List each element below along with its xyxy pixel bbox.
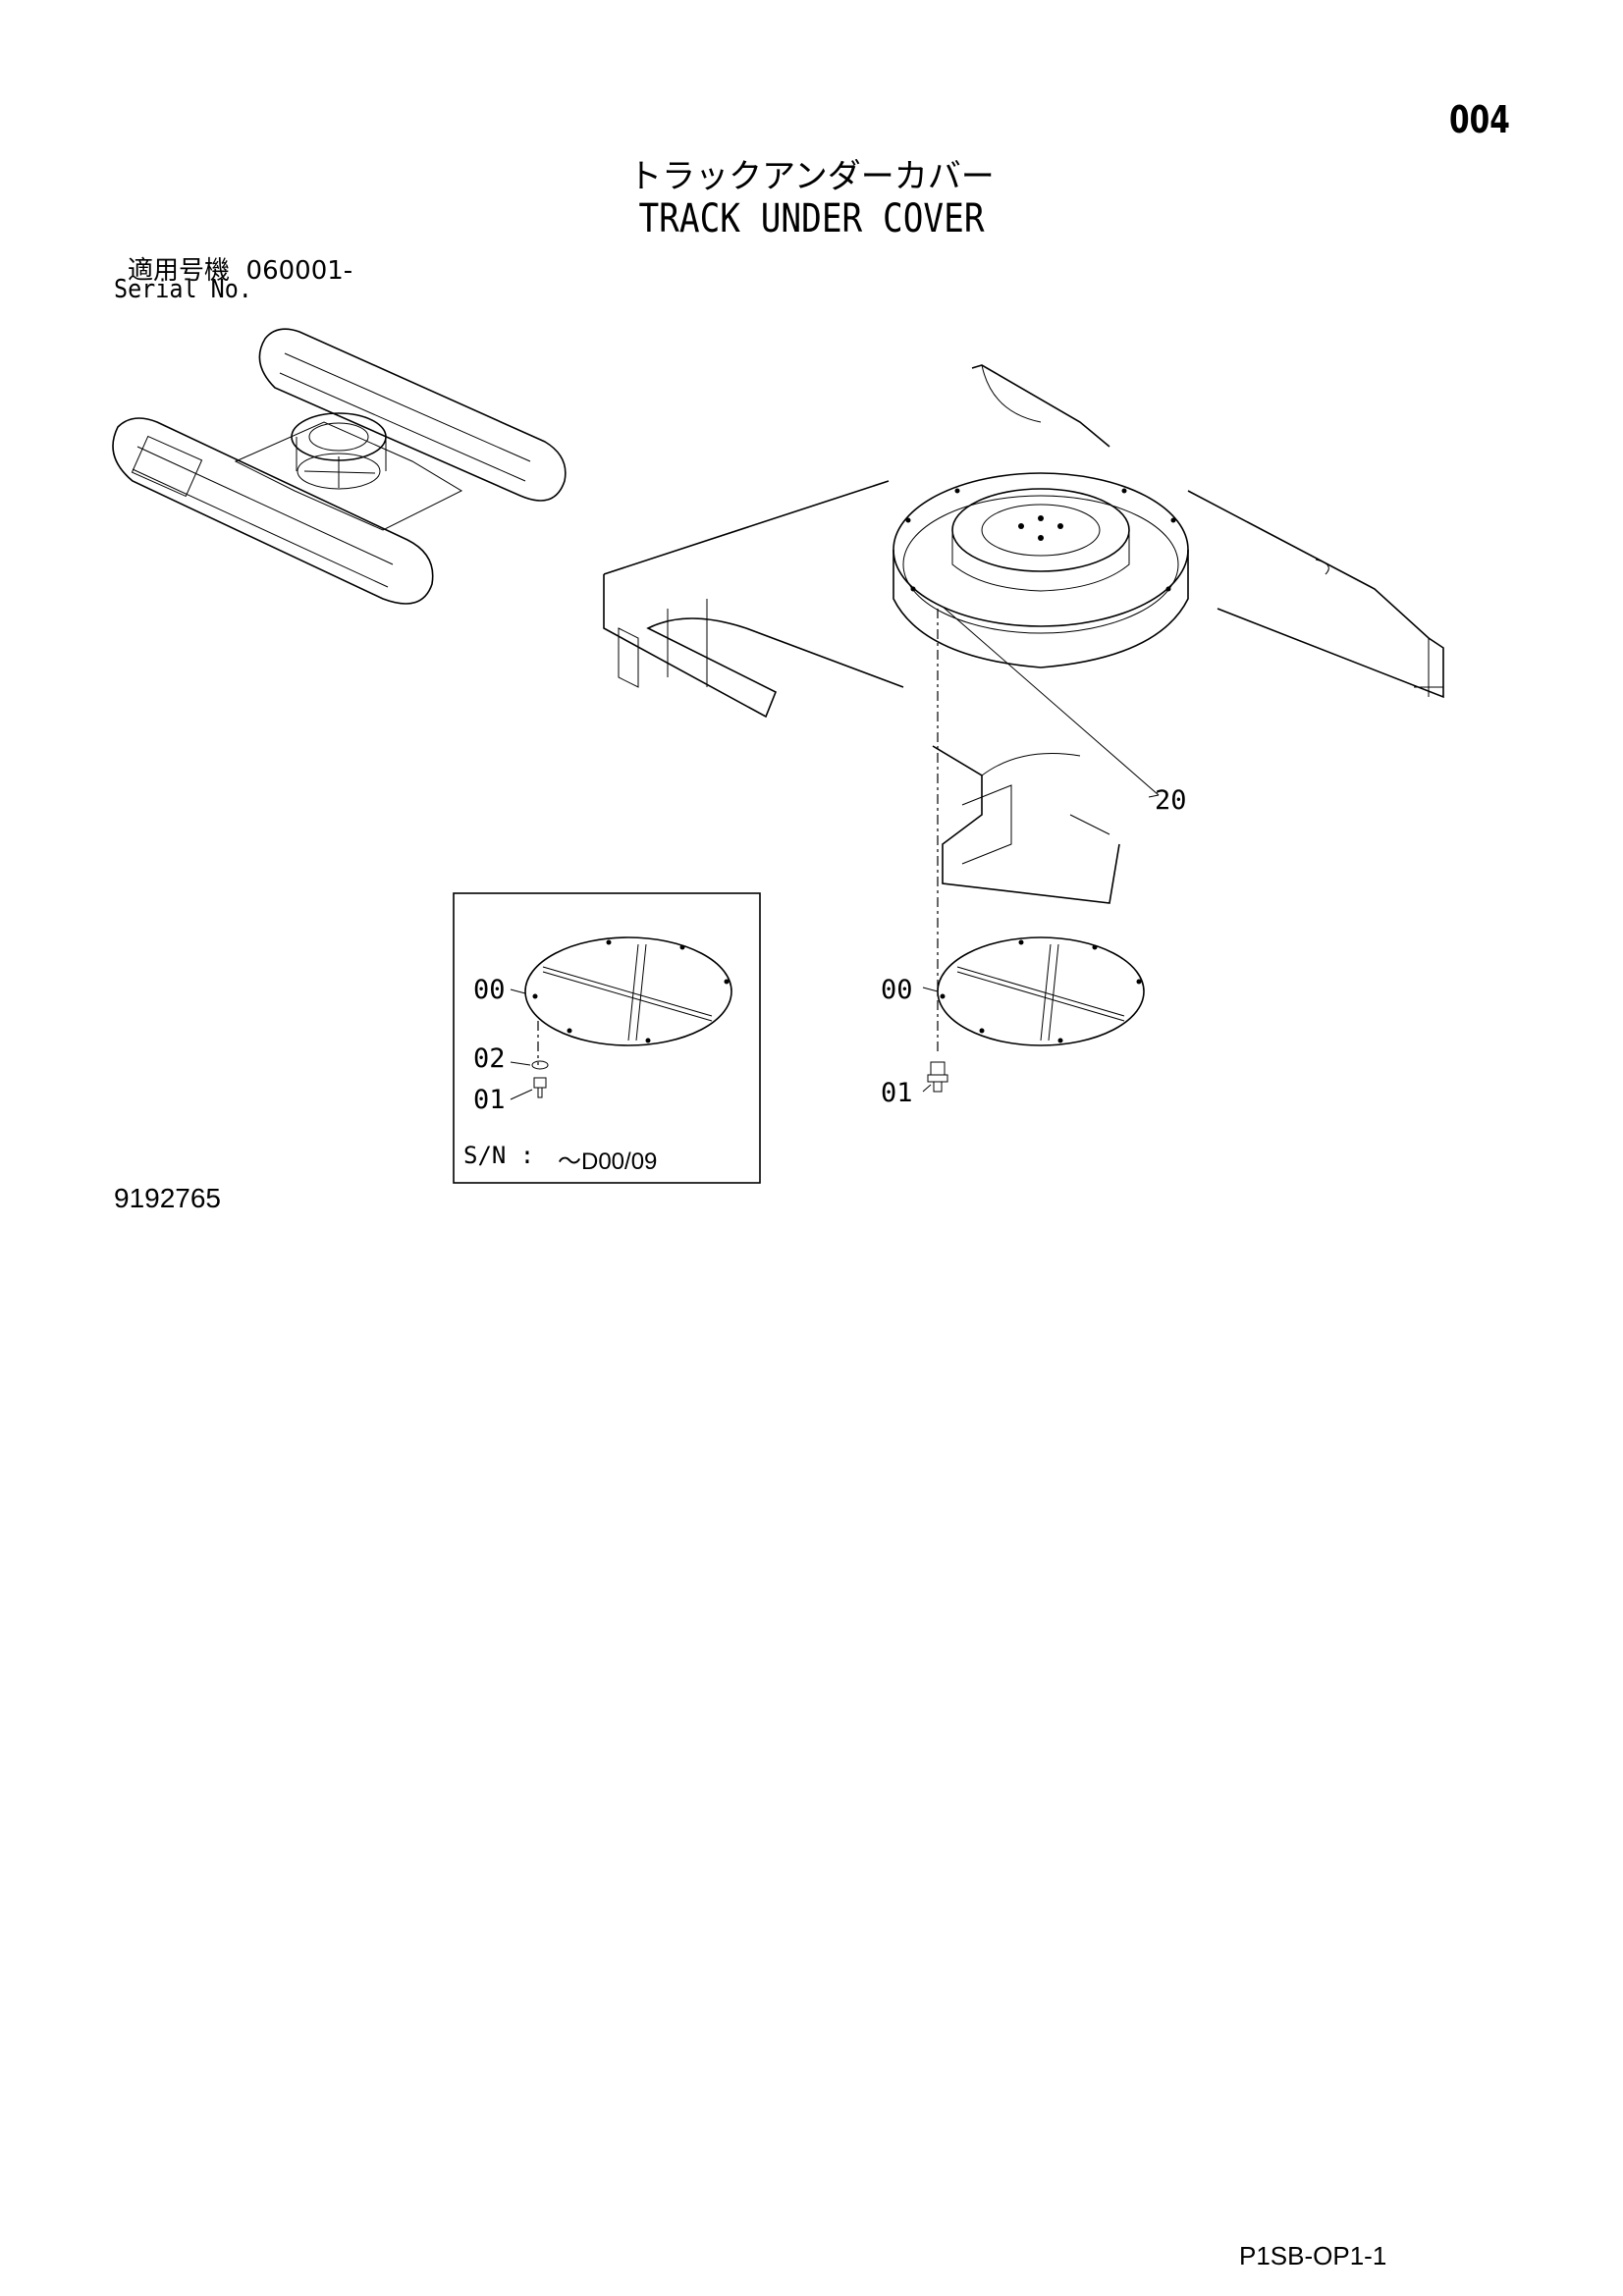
undercarriage-overview xyxy=(112,328,567,605)
under-cover-main xyxy=(922,794,1160,1093)
callout-inset-00: 00 xyxy=(473,975,506,1005)
document-number: 9192765 xyxy=(114,1183,222,1213)
inset-box-early-serial xyxy=(453,892,761,1184)
title-japanese: トラックアンダーカバー xyxy=(628,157,995,196)
serial-label-jp: 適用号機 xyxy=(128,256,231,286)
page-number: 004 xyxy=(1449,98,1510,141)
title-english: TRACK UNDER COVER xyxy=(638,196,985,241)
track-frame-main xyxy=(603,364,1444,1055)
footer-code: P1SB-OP1-1 xyxy=(1239,2241,1387,2270)
serial-value: 060001- xyxy=(245,256,353,286)
callout-main-00: 00 xyxy=(881,975,913,1005)
callout-main-01: 01 xyxy=(881,1078,913,1108)
serial-line: 適用号機 060001- xyxy=(128,250,352,287)
callout-inset-02: 02 xyxy=(473,1043,506,1074)
callout-main-20: 20 xyxy=(1155,785,1187,816)
serial-label-en: Serial No. xyxy=(114,275,252,304)
callout-inset-01: 01 xyxy=(473,1085,506,1115)
inset-sn-label: S/N : xyxy=(463,1142,535,1169)
inset-sn-range: ～D00/09 xyxy=(558,1148,658,1175)
